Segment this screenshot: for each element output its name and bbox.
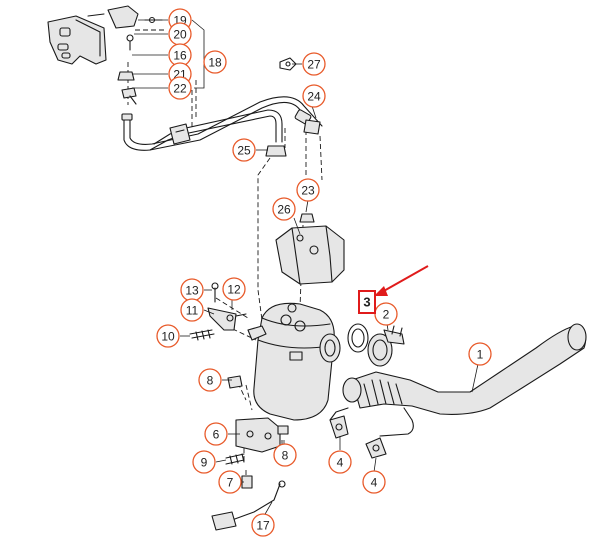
callout-label: 4 xyxy=(337,456,344,470)
highlight-box[interactable] xyxy=(358,290,376,314)
callout-label: 7 xyxy=(227,476,234,490)
mounting-bracket xyxy=(225,375,289,489)
callout-circle xyxy=(362,470,386,494)
callout-7[interactable]: 7 xyxy=(218,470,242,494)
clamp-and-seal xyxy=(347,323,405,367)
callout-circle xyxy=(198,368,222,392)
callout-label: 8 xyxy=(207,374,214,388)
callout-circle xyxy=(302,52,326,76)
highlight-label: 3 xyxy=(363,295,370,310)
callout-4[interactable]: 4 xyxy=(328,450,352,474)
callout-11[interactable]: 11 xyxy=(180,298,204,322)
callout-12[interactable]: 12 xyxy=(222,277,246,301)
callout-circle xyxy=(203,50,227,74)
callout-20[interactable]: 20 xyxy=(168,22,192,46)
callout-label: 12 xyxy=(227,283,241,297)
callout-label: 16 xyxy=(173,49,187,63)
callout-label: 23 xyxy=(301,184,315,198)
callout-6[interactable]: 6 xyxy=(204,422,228,446)
callout-label: 18 xyxy=(208,56,222,70)
callout-24[interactable]: 24 xyxy=(302,84,326,108)
callout-label: 26 xyxy=(277,203,291,217)
callout-label: 27 xyxy=(307,58,321,72)
callout-circle xyxy=(272,197,296,221)
callout-circle xyxy=(328,450,352,474)
temperature-sensor-assembly xyxy=(189,282,247,341)
callout-label: 25 xyxy=(237,144,251,158)
callout-circle xyxy=(192,450,216,474)
callout-circle xyxy=(232,138,256,162)
pressure-lines xyxy=(121,96,323,151)
callout-26[interactable]: 26 xyxy=(272,197,296,221)
callout-circle xyxy=(156,324,180,348)
callout-circle xyxy=(222,277,246,301)
callout-18[interactable]: 18 xyxy=(203,50,227,74)
callout-2[interactable]: 2 xyxy=(374,302,398,326)
exhaust-pipe xyxy=(329,323,587,437)
callout-22[interactable]: 22 xyxy=(168,76,192,100)
callout-circle xyxy=(296,178,320,202)
callout-label: 4 xyxy=(371,476,378,490)
callout-label: 10 xyxy=(161,330,175,344)
pressure-sensor-bracket xyxy=(47,5,163,65)
callout-17[interactable]: 17 xyxy=(251,513,275,537)
callout-circle xyxy=(468,342,492,366)
callout-circle xyxy=(302,84,326,108)
callout-27[interactable]: 27 xyxy=(302,52,326,76)
callout-8[interactable]: 8 xyxy=(198,368,222,392)
callout-16[interactable]: 16 xyxy=(168,43,192,67)
callout-circle xyxy=(204,422,228,446)
highlighted-callout: 3 xyxy=(358,265,429,314)
callout-label: 1 xyxy=(477,348,484,362)
callout-13[interactable]: 13 xyxy=(180,278,204,302)
callout-9[interactable]: 9 xyxy=(192,450,216,474)
callout-label: 9 xyxy=(201,456,208,470)
callout-1[interactable]: 1 xyxy=(468,342,492,366)
callout-circle xyxy=(251,513,275,537)
callout-label: 8 xyxy=(282,449,289,463)
heat-shield xyxy=(275,213,345,285)
callout-label: 13 xyxy=(185,284,199,298)
callout-4[interactable]: 4 xyxy=(362,470,386,494)
red-arrow xyxy=(381,265,429,293)
callout-label: 11 xyxy=(186,304,199,318)
hose-clips xyxy=(117,57,321,157)
callout-circle xyxy=(218,470,242,494)
particulate-filter xyxy=(247,302,341,421)
callout-label: 22 xyxy=(173,82,187,96)
callout-8[interactable]: 8 xyxy=(273,443,297,467)
callout-23[interactable]: 23 xyxy=(296,178,320,202)
callout-label: 24 xyxy=(307,90,321,104)
callout-10[interactable]: 10 xyxy=(156,324,180,348)
callout-25[interactable]: 25 xyxy=(232,138,256,162)
callout-label: 2 xyxy=(383,308,390,322)
callout-circle xyxy=(180,298,204,322)
sensor-cable xyxy=(211,480,286,531)
callout-circle xyxy=(168,76,192,100)
callout-circle xyxy=(273,443,297,467)
rubber-mounts xyxy=(329,415,387,459)
red-arrow-head xyxy=(374,286,388,296)
callout-label: 6 xyxy=(213,428,220,442)
callout-label: 20 xyxy=(173,28,187,42)
callout-label: 17 xyxy=(256,519,270,533)
